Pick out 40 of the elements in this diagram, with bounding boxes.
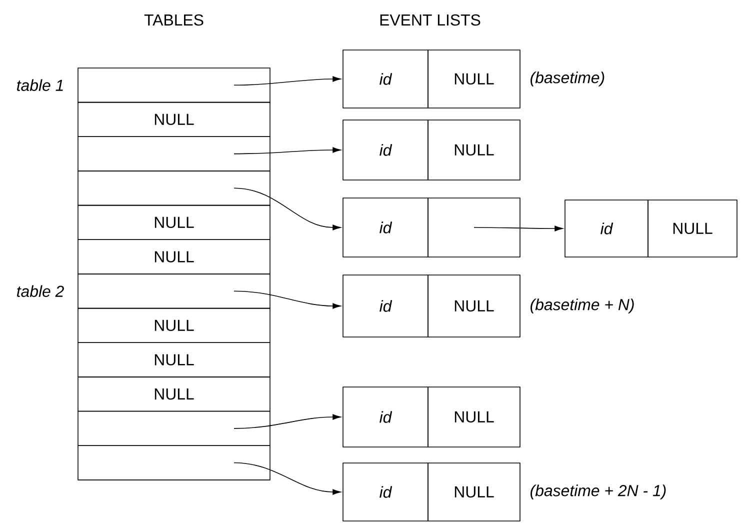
arrow — [234, 414, 341, 429]
record-field: NULL — [428, 274, 520, 338]
table-cell: NULL — [78, 204, 270, 240]
table-cell — [78, 68, 270, 103]
arrow — [234, 290, 341, 309]
record-field: id — [342, 198, 428, 258]
arrow — [234, 76, 341, 86]
table-cell: NULL — [78, 239, 270, 274]
column-heading: EVENT LISTS — [380, 14, 480, 26]
record-field: id — [564, 200, 648, 258]
column-heading: TABLES — [144, 14, 204, 26]
record-field: id — [342, 120, 428, 180]
arrow — [234, 462, 341, 495]
record-field: id — [342, 50, 428, 108]
record-field: NULL — [428, 50, 520, 108]
record-field: id — [342, 386, 428, 448]
table-cell: NULL — [78, 308, 270, 344]
side-label: (basetime + 2N - 1) — [530, 484, 666, 500]
table-cell — [78, 274, 270, 309]
side-label: (basetime) — [530, 72, 604, 86]
table-cell — [78, 136, 270, 172]
table-cell — [78, 170, 270, 206]
side-label: (basetime + N) — [530, 298, 634, 314]
table-cell — [78, 445, 270, 480]
table-cell: NULL — [78, 342, 270, 378]
arrow — [474, 226, 563, 232]
side-label: table 2 — [17, 285, 64, 297]
record-field — [428, 198, 520, 258]
side-label: table 1 — [17, 79, 63, 91]
table-cell: NULL — [78, 376, 270, 412]
table-cell — [78, 410, 270, 446]
table-cell: NULL — [78, 102, 270, 138]
arrow — [234, 188, 341, 230]
record-field: NULL — [428, 386, 520, 448]
arrow — [234, 147, 341, 154]
record-field: NULL — [428, 462, 520, 522]
record-field: id — [342, 274, 428, 338]
record-field: id — [342, 462, 428, 522]
record-field: NULL — [648, 200, 738, 258]
record-field: NULL — [428, 120, 520, 180]
